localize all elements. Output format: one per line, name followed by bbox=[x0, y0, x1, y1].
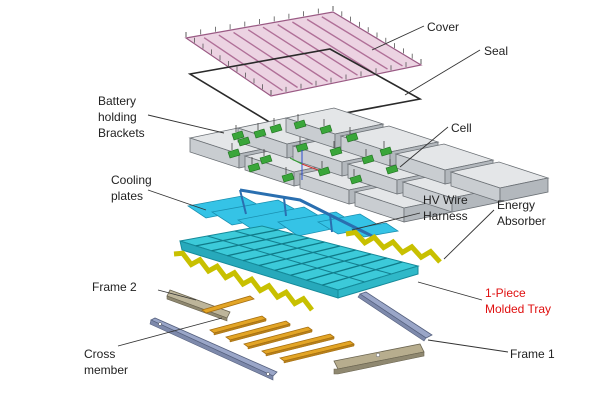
bracket bbox=[329, 146, 343, 157]
frame-1-part bbox=[149, 291, 433, 381]
bracket bbox=[379, 146, 393, 157]
bracket bbox=[237, 136, 251, 147]
cross-member-edge bbox=[247, 329, 313, 350]
cell-axis-marker bbox=[289, 150, 319, 180]
tray-rib bbox=[306, 257, 387, 281]
bracket bbox=[349, 174, 363, 185]
molded-tray-part bbox=[179, 225, 420, 299]
bracket bbox=[247, 162, 261, 173]
bracket bbox=[361, 154, 375, 165]
label-hv-line-2: Harness bbox=[423, 209, 468, 223]
bracket bbox=[281, 172, 295, 183]
bracket bbox=[259, 154, 273, 165]
cover-rib bbox=[306, 18, 388, 70]
label-cross-line-1: Cross bbox=[84, 347, 115, 361]
battery-holding-brackets-part bbox=[227, 114, 399, 185]
tray-rib bbox=[211, 233, 294, 252]
cross-member-edge bbox=[229, 323, 291, 343]
label-hv-line-1: HV Wire bbox=[423, 193, 468, 207]
seal-part bbox=[187, 48, 423, 127]
tray-rib bbox=[322, 261, 403, 286]
label-tray-line-2: Molded Tray bbox=[485, 302, 551, 316]
bracket bbox=[231, 130, 245, 141]
tray-rib bbox=[274, 249, 356, 272]
bracket bbox=[293, 119, 307, 130]
bracket bbox=[295, 142, 309, 153]
bracket bbox=[253, 128, 267, 139]
label-cell: Cell bbox=[451, 121, 472, 135]
label-cover: Cover bbox=[427, 20, 459, 34]
label-cross-line-2: member bbox=[84, 363, 128, 377]
cover-rib bbox=[262, 26, 343, 79]
label-seal: Seal bbox=[484, 44, 508, 58]
cover-rib bbox=[321, 16, 403, 67]
bracket bbox=[317, 166, 331, 177]
cross-member-edge bbox=[283, 343, 355, 364]
cross-member-part bbox=[201, 295, 355, 364]
cross-member-bar bbox=[201, 295, 255, 314]
label-tray-line-1: 1-Piece bbox=[485, 286, 526, 300]
cover-part bbox=[184, 6, 423, 97]
bracket bbox=[385, 164, 399, 175]
bracket bbox=[319, 124, 333, 135]
tray-rib bbox=[258, 245, 341, 267]
cross-member-edge bbox=[213, 318, 267, 336]
tray-divider bbox=[234, 230, 392, 275]
cross-member-edge bbox=[265, 336, 335, 357]
bracket bbox=[269, 123, 283, 134]
bracket bbox=[227, 148, 241, 159]
hv-wire-harness-part bbox=[239, 188, 373, 238]
label-cooling-line-1: Cooling bbox=[111, 173, 152, 187]
tray-rib bbox=[243, 241, 325, 262]
cover-rib bbox=[292, 21, 373, 73]
tray-divider bbox=[207, 235, 365, 283]
tray-rib bbox=[227, 237, 309, 257]
label-energy-line-2: Absorber bbox=[497, 214, 546, 228]
cover-rib bbox=[247, 29, 328, 82]
tray-rib bbox=[195, 229, 278, 247]
label-battery-line-3: Brackets bbox=[98, 126, 145, 140]
cover-rib bbox=[277, 24, 358, 76]
label-energy-line-1: Energy bbox=[497, 198, 535, 212]
bracket bbox=[345, 132, 359, 143]
cell-side bbox=[499, 177, 549, 203]
leader-lines bbox=[117, 25, 509, 353]
tray-rib bbox=[290, 253, 372, 276]
label-battery-line-2: holding bbox=[98, 110, 137, 124]
label-cooling-line-2: plates bbox=[111, 189, 143, 203]
label-frame-1: Frame 1 bbox=[510, 347, 555, 361]
energy-absorber-part bbox=[173, 229, 442, 312]
label-frame-2: Frame 2 bbox=[92, 280, 137, 294]
label-battery-line-1: Battery bbox=[98, 94, 136, 108]
